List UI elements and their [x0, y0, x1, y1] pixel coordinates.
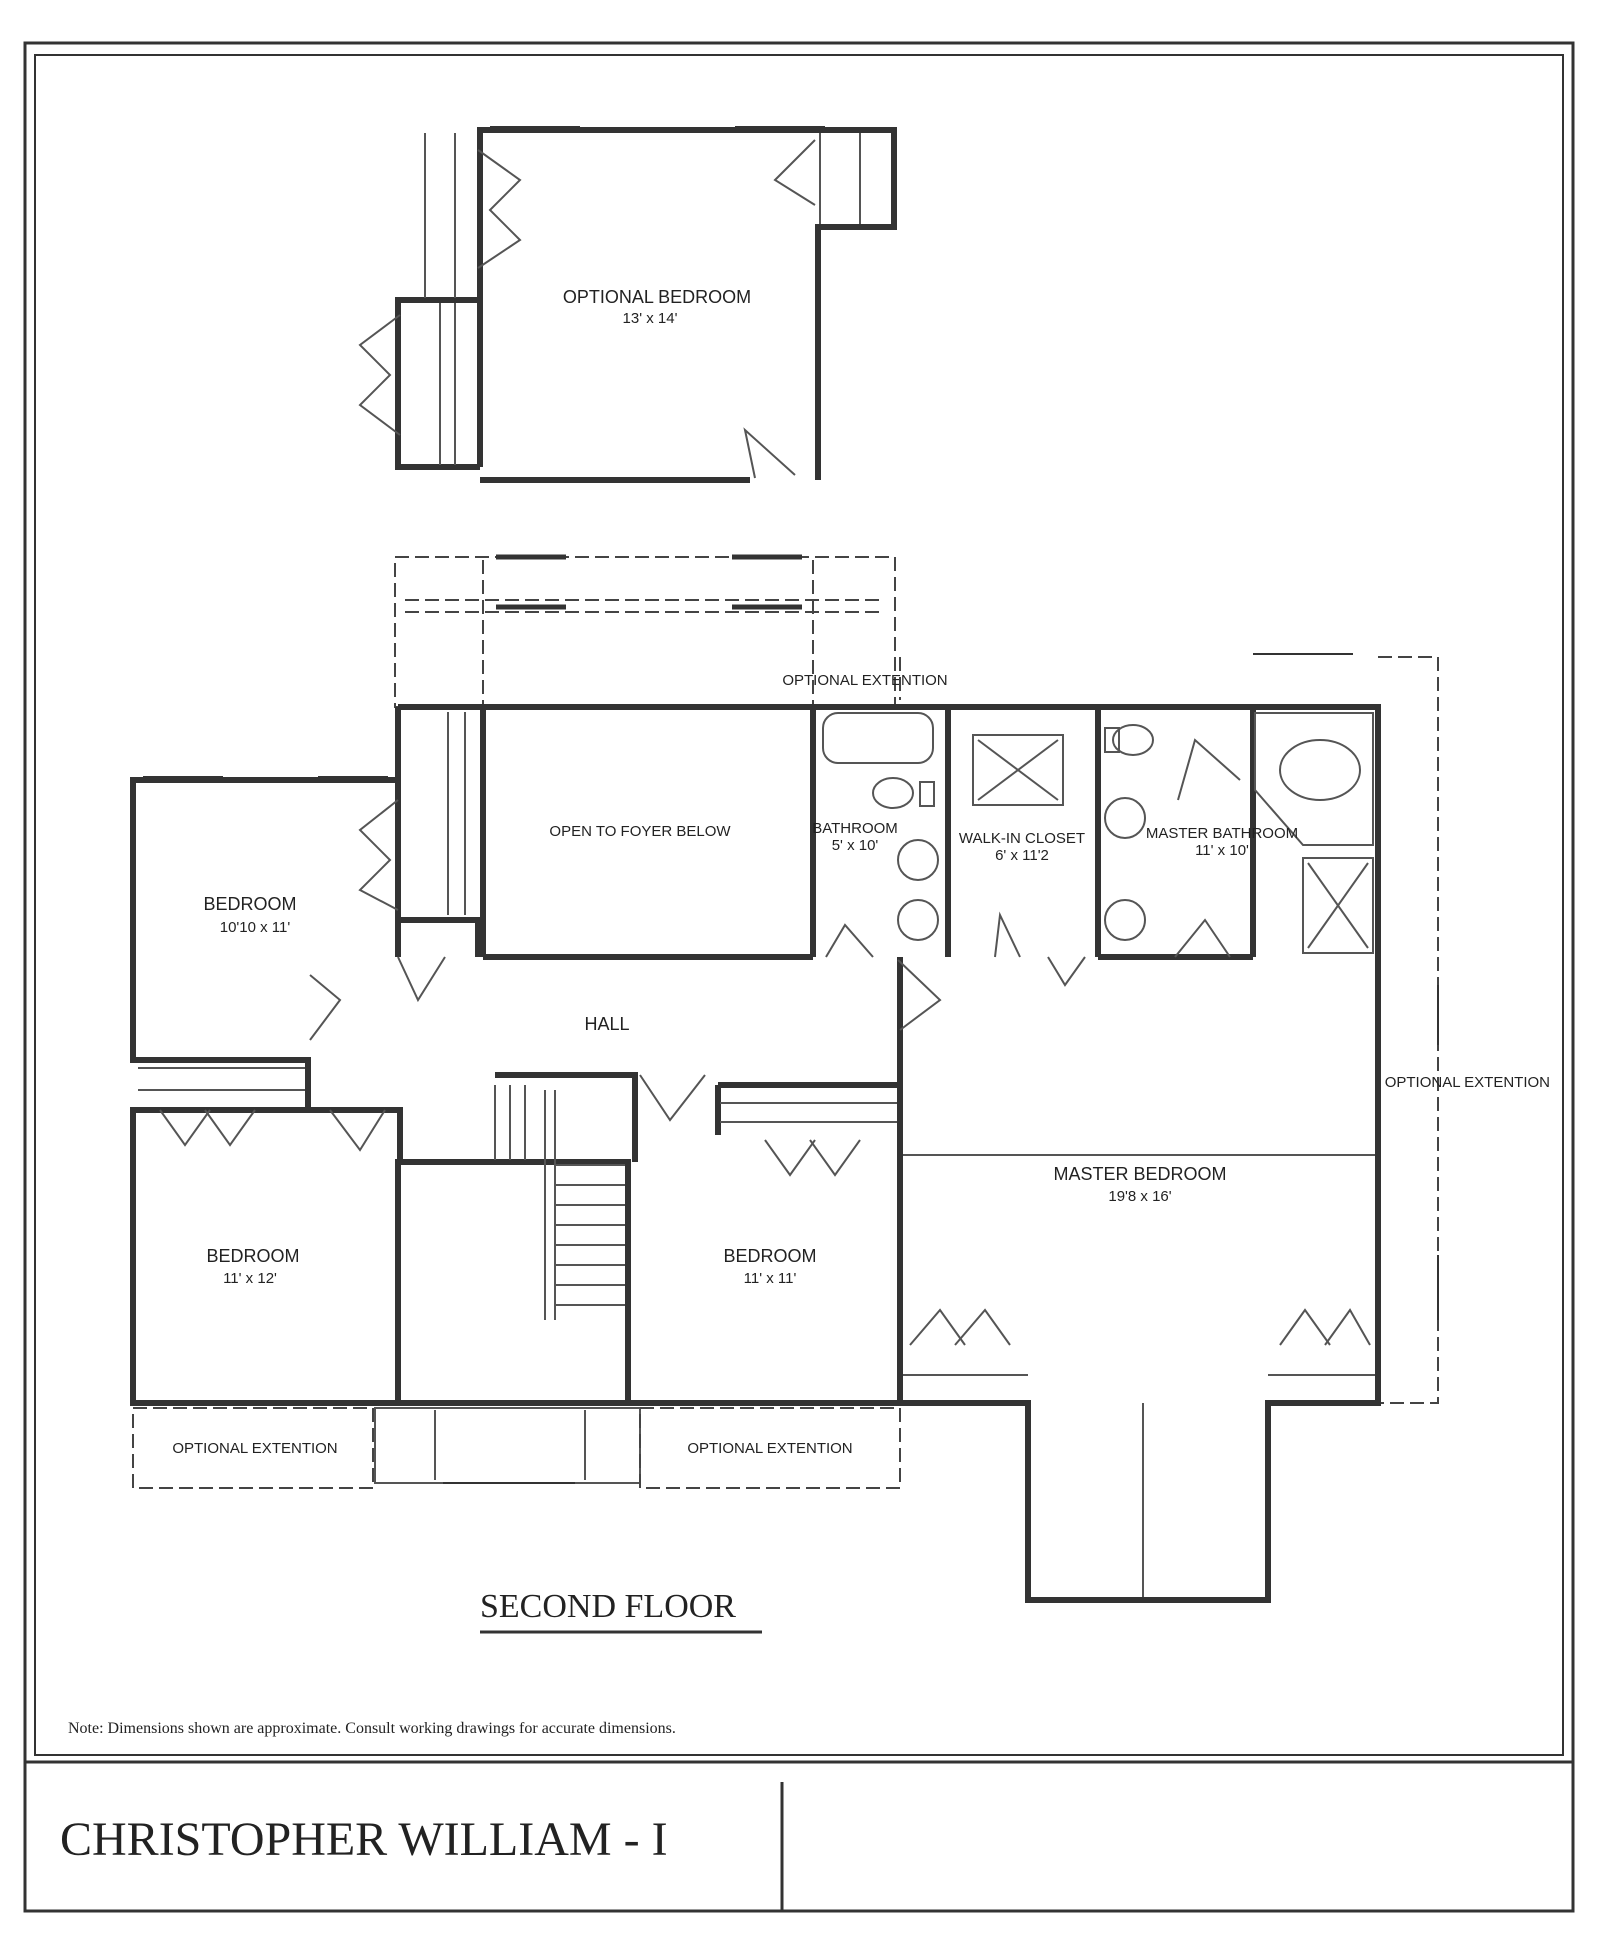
top-extension-label: OPTIONAL EXTENTION	[782, 672, 947, 689]
bottom-left-extension-label: OPTIONAL EXTENTION	[172, 1440, 337, 1457]
master-bathroom-name: MASTER BATHROOM	[1146, 825, 1298, 842]
inner-border	[34, 54, 1564, 1756]
master-bedroom-name: MASTER BEDROOM	[1053, 1164, 1226, 1184]
bedroom-mid-dim: 11' x 11'	[744, 1270, 797, 1287]
optional-bedroom-name: OPTIONAL BEDROOM	[563, 287, 751, 307]
bottom-optional-extensions	[132, 1407, 901, 1489]
main-floor-walls	[130, 704, 1381, 1603]
bedroom-sw-name: BEDROOM	[206, 1246, 299, 1266]
stair-treads	[494, 1085, 625, 1306]
bathroom-name: BATHROOM	[812, 820, 898, 837]
main-windows	[143, 653, 1439, 1484]
open-to-foyer-label: OPEN TO FOYER BELOW	[549, 823, 731, 840]
walk-in-closet-name: WALK-IN CLOSET	[959, 830, 1085, 847]
dimensions-note: Note: Dimensions shown are approximate. …	[68, 1720, 676, 1737]
floor-label: SECOND FLOOR	[480, 1588, 736, 1625]
master-bathroom-dim: 11' x 10'	[1195, 842, 1249, 859]
plan-thin-details	[138, 712, 1375, 1597]
plan-name: CHRISTOPHER WILLIAM - I	[60, 1813, 668, 1866]
top-extension-windows	[496, 554, 802, 610]
outer-border	[23, 41, 1575, 1913]
right-extension-label: OPTIONAL EXTENTION	[1385, 1074, 1550, 1091]
bedroom-mid-name: BEDROOM	[723, 1246, 816, 1266]
bottom-mid-extension-label: OPTIONAL EXTENTION	[687, 1440, 852, 1457]
bedroom-nw-name: BEDROOM	[203, 894, 296, 914]
bathroom-dim: 5' x 10'	[832, 837, 879, 854]
top-optional-extension	[394, 556, 896, 708]
hall-label: HALL	[584, 1014, 629, 1034]
optional-bedroom-closets	[358, 133, 861, 479]
bedroom-nw-dim: 10'10 x 11'	[220, 919, 291, 936]
master-bedroom-dim: 19'8 x 16'	[1108, 1188, 1171, 1205]
walk-in-closet-dim: 6' x 11'2	[995, 847, 1049, 864]
right-optional-extension	[899, 656, 1439, 1404]
optional-bedroom-module	[395, 127, 897, 483]
optional-bedroom-dim: 13' x 14'	[623, 310, 678, 327]
bedroom-sw-dim: 11' x 12'	[223, 1270, 277, 1287]
